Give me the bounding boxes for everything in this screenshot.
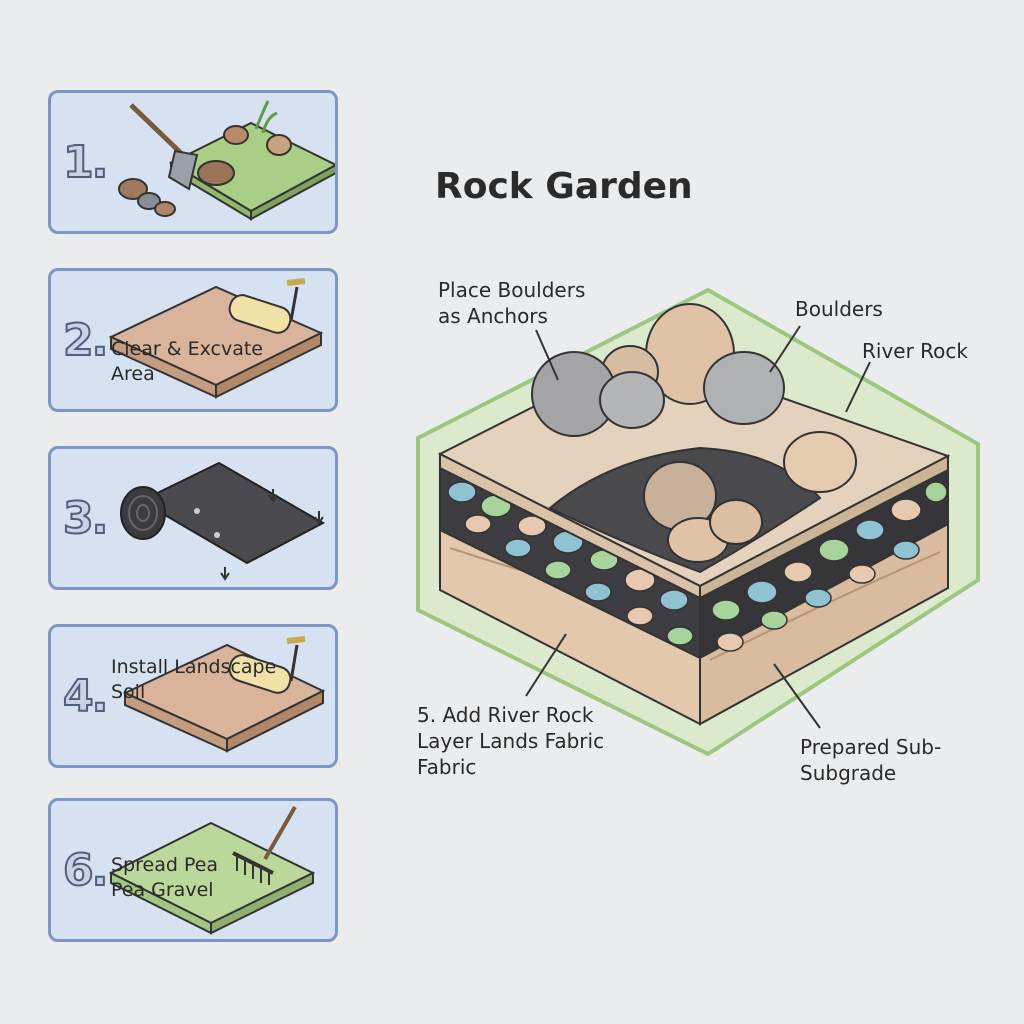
label-prepared-subgrade: Prepared Sub- Subgrade xyxy=(800,735,942,785)
rake-icon xyxy=(108,806,316,935)
river-rock-stones xyxy=(447,481,948,652)
step-text: Clear & Excvate Area xyxy=(111,338,263,385)
roller-icon xyxy=(122,636,326,753)
shovel-icon xyxy=(118,100,335,221)
step-text: Spread Pea Pea Gravel xyxy=(111,854,219,901)
step-card-3: 3. xyxy=(48,446,338,590)
step-number: 3. xyxy=(62,492,109,545)
diagram-title: Rock Garden xyxy=(435,166,693,207)
label-boulders: Boulders xyxy=(795,297,883,321)
boulder xyxy=(709,499,763,545)
step-number: 4. xyxy=(62,670,109,723)
step-number: 1. xyxy=(62,136,109,189)
step-number: 6. xyxy=(62,844,109,897)
step-card-6: 6. Spread Pea Pea Gravel xyxy=(48,798,338,942)
step-card-1: 1. xyxy=(48,90,338,234)
label-river-rock: River Rock xyxy=(862,339,968,363)
fabric-roll-icon xyxy=(120,461,326,581)
boulder xyxy=(703,351,785,425)
step-card-4: 4. Install Landscape Soil xyxy=(48,624,338,768)
step-number: 2. xyxy=(62,314,109,367)
roller-icon xyxy=(108,278,324,399)
label-place-boulders: Place Boulders as Anchors xyxy=(438,278,586,328)
rock-garden-cross-section xyxy=(416,287,980,757)
step-card-2: 2. Clear & Excvate Area xyxy=(48,268,338,412)
label-add-river-rock: 5. Add River Rock Layer Lands Fabric Fab… xyxy=(417,703,605,779)
boulder xyxy=(599,371,665,429)
boulder xyxy=(783,431,857,493)
step-text: Install Landscape Soil xyxy=(111,656,277,703)
